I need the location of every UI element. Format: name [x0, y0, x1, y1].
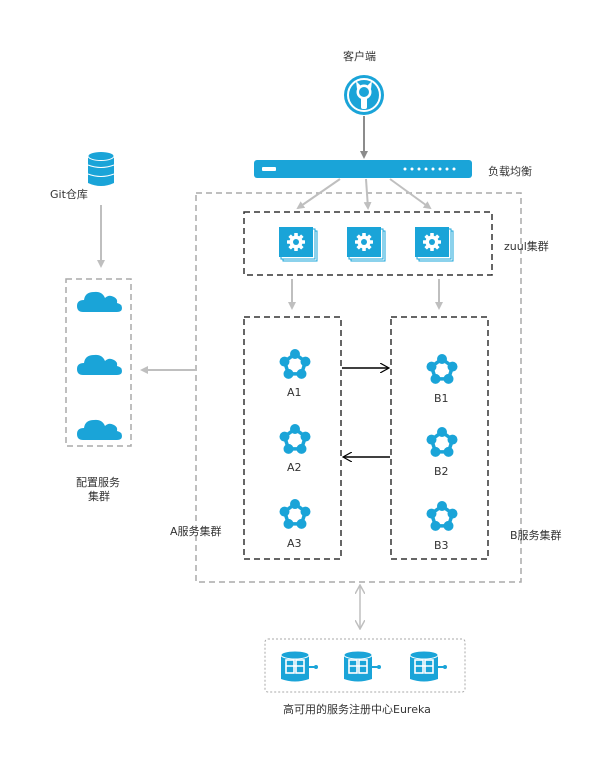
zuul-gateway-icon-1 [278, 226, 318, 262]
client-label: 客户端 [343, 50, 376, 63]
config-cluster-box [65, 278, 132, 447]
config-cluster-label-line2: 集群 [88, 490, 110, 503]
eureka-server-icon-2 [343, 650, 382, 683]
config-server-cloud-icon-1 [77, 291, 122, 312]
b-cluster-box [390, 316, 489, 560]
service-node-b2-icon [424, 425, 460, 459]
zuul-cluster-label: zuul集群 [504, 240, 549, 253]
service-node-b3-label: B3 [434, 539, 449, 552]
config-cluster-label-line1: 配置服务 [76, 476, 120, 489]
service-node-a2-icon [277, 422, 313, 456]
service-node-a1-icon [277, 347, 313, 381]
eureka-server-icon-3 [409, 650, 448, 683]
eureka-label: 高可用的服务注册中心Eureka [283, 703, 431, 716]
service-node-b3-icon [424, 499, 460, 533]
service-node-a3-icon [277, 497, 313, 531]
lb-to-zuul-arrow-1 [296, 178, 341, 210]
config-server-cloud-icon-2 [77, 354, 122, 375]
git-repo-icon [87, 151, 115, 186]
eureka-server-icon-1 [280, 650, 319, 683]
eureka-cluster-box [264, 638, 466, 693]
config-server-cloud-icon-3 [77, 419, 122, 440]
service-node-a3-label: A3 [287, 537, 302, 550]
git-repo-label: Git仓库 [50, 188, 88, 201]
lb-to-zuul-arrow-3 [389, 178, 432, 210]
lb-to-zuul-arrow-2 [363, 178, 372, 210]
services-outer-container [195, 192, 522, 583]
zuul-gateway-icon-3 [414, 226, 454, 262]
service-node-b2-label: B2 [434, 465, 449, 478]
service-node-a1-label: A1 [287, 386, 302, 399]
b-cluster-label: B服务集群 [510, 529, 562, 542]
a-cluster-label: A服务集群 [170, 525, 222, 538]
zuul-gateway-icon-2 [346, 226, 386, 262]
client-icon [344, 75, 384, 115]
service-node-a2-label: A2 [287, 461, 302, 474]
load-balancer-icon [254, 160, 472, 178]
service-node-b1-icon [424, 352, 460, 386]
zuul-cluster-box [243, 211, 493, 276]
load-balancer-label: 负载均衡 [488, 165, 532, 178]
service-node-b1-label: B1 [434, 392, 449, 405]
